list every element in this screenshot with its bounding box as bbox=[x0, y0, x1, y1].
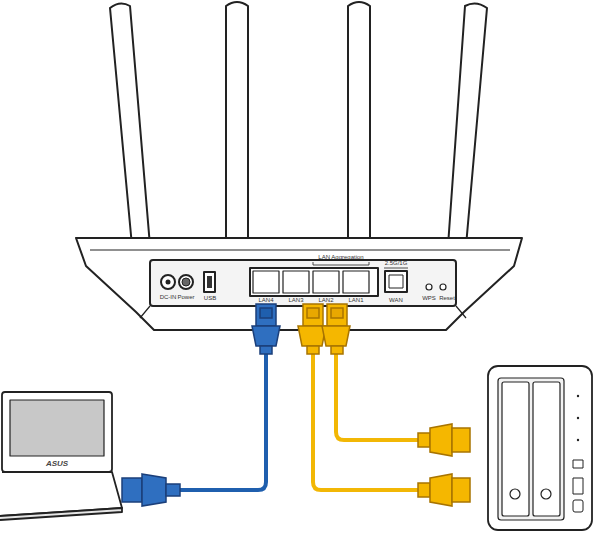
port-label: LAN3 bbox=[288, 297, 303, 303]
port-label: LAN1 bbox=[348, 297, 363, 303]
port-label: LAN2 bbox=[318, 297, 333, 303]
port-group-label: LAN Aggregation bbox=[318, 254, 363, 260]
brand-label: ASUS bbox=[46, 460, 68, 468]
button-label: Reset bbox=[439, 295, 455, 301]
rear-panel bbox=[150, 260, 456, 306]
port-label: USB bbox=[204, 295, 216, 301]
router-body bbox=[76, 238, 522, 330]
port-label: DC-IN bbox=[160, 294, 177, 300]
port-label: LAN4 bbox=[258, 297, 273, 303]
laptop-illustration bbox=[0, 392, 122, 520]
antenna bbox=[448, 3, 487, 246]
antenna bbox=[348, 2, 370, 244]
antenna bbox=[226, 2, 248, 244]
antenna bbox=[110, 3, 150, 246]
port-label: WAN bbox=[389, 297, 403, 303]
port-label: 2.5G/1G bbox=[385, 260, 408, 266]
port-label: Power bbox=[177, 294, 194, 300]
button-label: WPS bbox=[422, 295, 436, 301]
nas-illustration bbox=[488, 366, 592, 530]
